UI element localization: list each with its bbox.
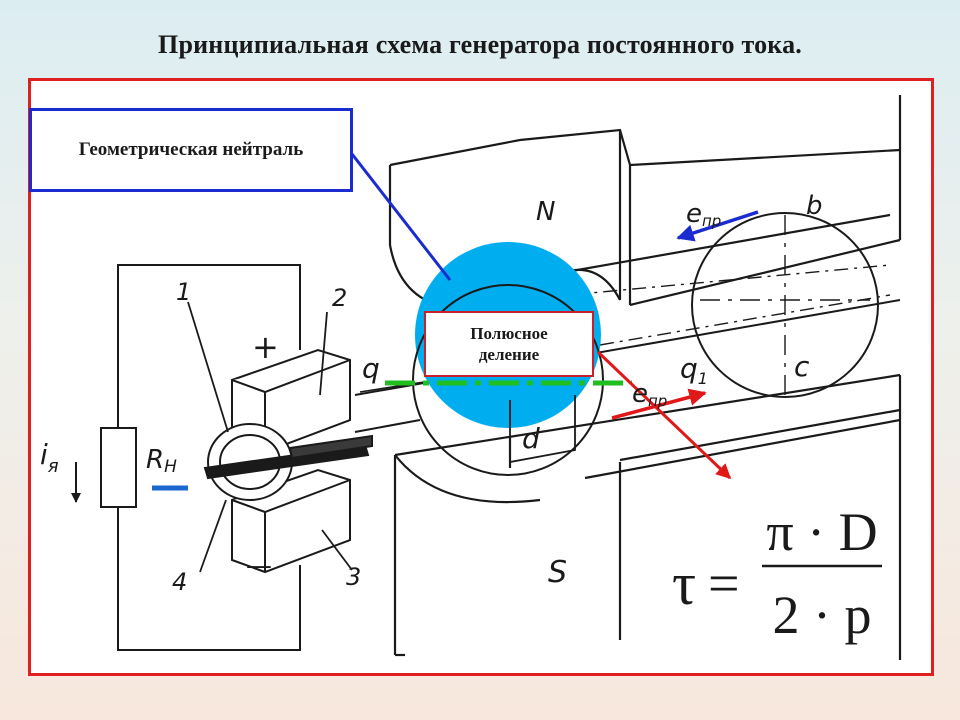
commutator-brushes [203, 348, 373, 574]
geometric-neutral-callout: Геометрическая нейтраль [29, 108, 353, 192]
label-number-1: 1 [176, 278, 191, 306]
label-d: d [522, 422, 540, 455]
label-epr-top: eпр [686, 199, 721, 230]
label-number-2: 2 [332, 284, 347, 312]
formula-numerator: π · D [766, 502, 877, 562]
label-q: q [362, 352, 380, 385]
epr-top-arrow [676, 210, 759, 242]
pole-division-callout: Полюсное деление [424, 311, 594, 377]
label-plus: + [252, 328, 279, 366]
external-circuit [100, 264, 301, 651]
label-b: b [806, 191, 823, 221]
neutral-callout-line [343, 144, 452, 281]
label-north: N [536, 197, 555, 227]
geometric-neutral-label: Геометрическая нейтраль [78, 139, 304, 160]
label-c: c [794, 350, 810, 383]
pole-division-label-line2: деление [478, 345, 540, 364]
label-number-3: 3 [346, 563, 361, 591]
label-minus: — [246, 551, 272, 581]
epr-bottom-arrow [611, 388, 707, 420]
slide-title: Принципиальная схема генератора постоянн… [158, 30, 802, 59]
label-ia: iя [40, 438, 59, 477]
winding-circle [691, 212, 879, 398]
pole-division-arrow [596, 350, 732, 480]
leader-lines [187, 301, 353, 573]
south-pole [393, 373, 902, 660]
pole-division-formula: τ = π · D 2 · p [672, 502, 882, 645]
label-rh: RH [146, 445, 177, 477]
formula-lhs: τ [672, 551, 696, 617]
formula-equals: = [708, 553, 740, 615]
label-q1: q1 [680, 352, 708, 388]
armature-slot-d [509, 395, 576, 464]
armature-outline [412, 284, 604, 476]
label-south: S [548, 555, 567, 590]
pole-division-label-line1: Полюсное [470, 324, 548, 343]
formula-denominator: 2 · p [773, 585, 872, 645]
label-number-4: 4 [172, 568, 187, 596]
label-epr-bottom: eпр [632, 379, 667, 410]
